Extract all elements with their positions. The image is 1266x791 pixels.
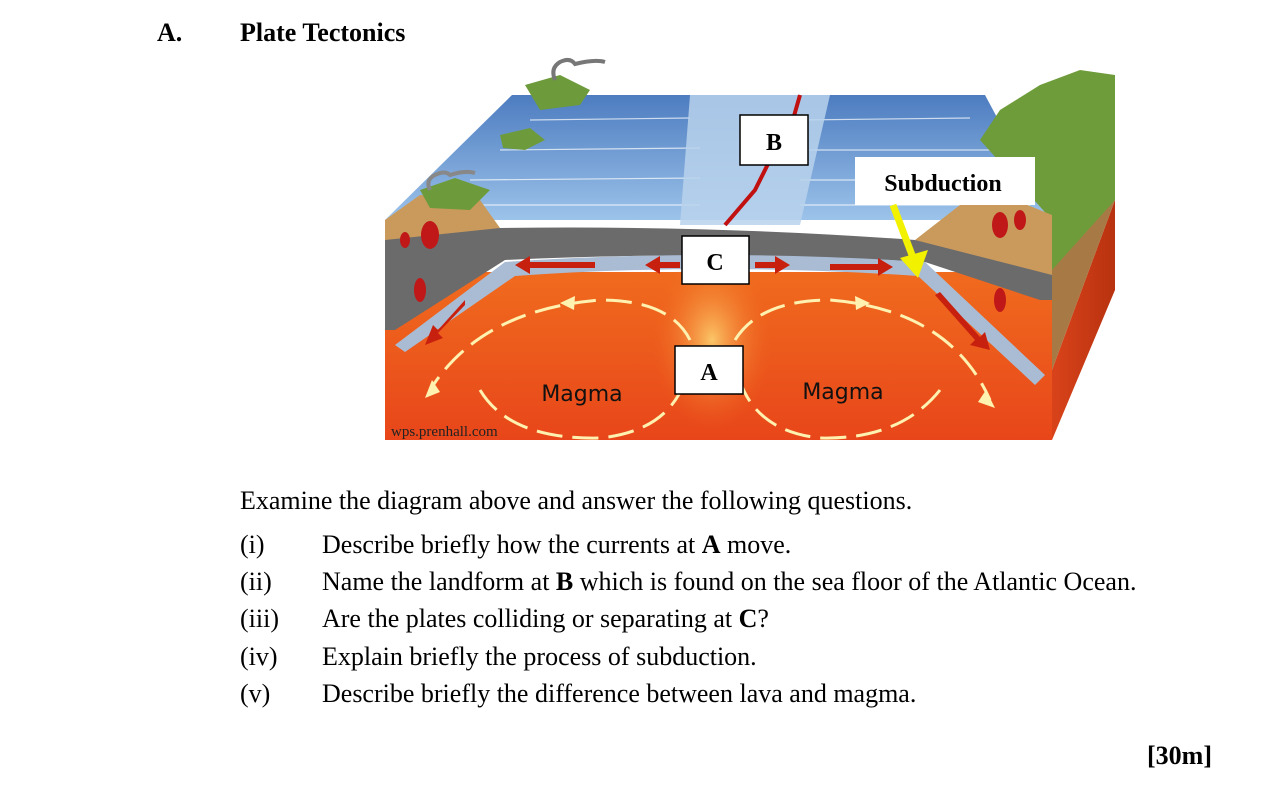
question-text: Describe briefly the difference between …	[322, 679, 917, 708]
magma-label-left: Magma	[541, 382, 622, 407]
subduction-arrow	[889, 203, 928, 278]
question-number: (iv)	[240, 642, 278, 671]
label-a: A	[674, 345, 744, 395]
svg-text:A: A	[700, 360, 718, 386]
convection-arrowheads	[425, 296, 995, 408]
left-island-1	[525, 75, 590, 110]
question-number: (iii)	[240, 604, 279, 633]
convection-currents	[428, 298, 992, 440]
subduction-callout: Subduction	[855, 157, 1035, 205]
question-text: Explain briefly the process of subductio…	[322, 642, 757, 671]
question-number: (v)	[240, 679, 271, 708]
question-text: Describe briefly how the currents at A m…	[322, 530, 792, 559]
question-text: Are the plates colliding or separating a…	[322, 604, 769, 633]
block-side-face	[1052, 200, 1115, 440]
right-mountains	[980, 70, 1115, 270]
watermark: wps.prenhall.com	[391, 424, 498, 440]
question-number: (ii)	[240, 567, 272, 596]
left-island-3	[420, 178, 490, 210]
svg-text:C: C	[706, 250, 723, 276]
magma-chambers	[400, 210, 1026, 312]
volcano-smoke-2	[426, 169, 476, 191]
volcano-smoke-1	[551, 57, 606, 81]
label-c: C	[681, 235, 750, 285]
svg-text:B: B	[766, 130, 782, 156]
question-text: Name the landform at B which is found on…	[322, 567, 1137, 596]
plate-motion-arrows	[425, 256, 990, 350]
instructions: Examine the diagram above and answer the…	[240, 486, 913, 515]
total-marks: [30m]	[1147, 741, 1212, 770]
lithosphere-band	[385, 227, 1052, 330]
svg-text:Subduction: Subduction	[884, 171, 1001, 197]
left-island-2	[500, 128, 545, 150]
magma-label-right: Magma	[802, 380, 883, 405]
question-number: (i)	[240, 530, 265, 559]
label-b: B	[739, 114, 809, 166]
section-title: Plate Tectonics	[240, 18, 406, 47]
section-letter: A.	[157, 18, 183, 47]
